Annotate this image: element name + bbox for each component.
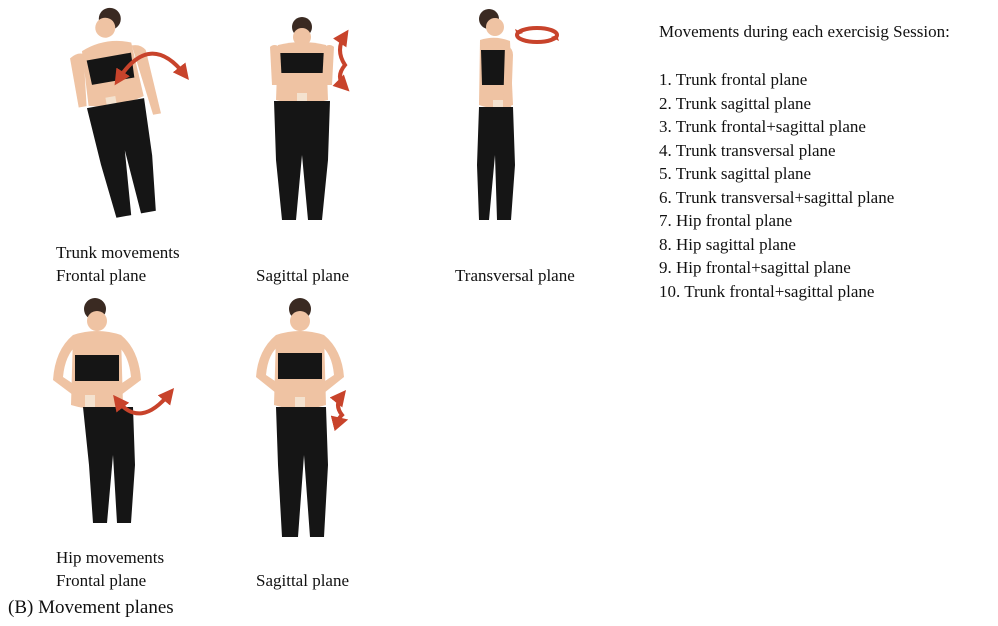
list-item: 8. Hip sagittal plane bbox=[659, 233, 894, 257]
trunk-sagittal-figure bbox=[250, 15, 370, 235]
list-item: 4. Trunk transversal plane bbox=[659, 139, 894, 163]
trunk-frontal-caption: Trunk movements Frontal plane bbox=[56, 241, 180, 287]
hip-sagittal-caption: Sagittal plane bbox=[256, 569, 349, 592]
hip-sagittal-figure bbox=[250, 295, 370, 550]
list-item: 6. Trunk transversal+sagittal plane bbox=[659, 186, 894, 210]
session-list-title: Movements during each exercisig Session: bbox=[659, 22, 950, 42]
frontal-plane-label: Frontal plane bbox=[56, 264, 180, 287]
list-item: 2. Trunk sagittal plane bbox=[659, 92, 894, 116]
list-item: 3. Trunk frontal+sagittal plane bbox=[659, 115, 894, 139]
trunk-transversal-caption: Transversal plane bbox=[455, 264, 575, 287]
list-item: 5. Trunk sagittal plane bbox=[659, 162, 894, 186]
trunk-transversal-figure bbox=[455, 5, 575, 235]
hip-frontal-caption: Hip movements Frontal plane bbox=[56, 546, 164, 592]
session-list: 1. Trunk frontal plane 2. Trunk sagittal… bbox=[659, 68, 894, 303]
hip-frontal-figure bbox=[45, 295, 185, 545]
trunk-movements-label: Trunk movements bbox=[56, 241, 180, 264]
figure-panel-label: (B) Movement planes bbox=[8, 597, 174, 619]
list-item: 10. Trunk frontal+sagittal plane bbox=[659, 280, 894, 304]
trunk-sagittal-caption: Sagittal plane bbox=[256, 264, 349, 287]
trunk-frontal-figure bbox=[50, 5, 200, 235]
list-item: 1. Trunk frontal plane bbox=[659, 68, 894, 92]
list-item: 9. Hip frontal+sagittal plane bbox=[659, 256, 894, 280]
hip-movements-label: Hip movements bbox=[56, 546, 164, 569]
list-item: 7. Hip frontal plane bbox=[659, 209, 894, 233]
hip-frontal-plane-label: Frontal plane bbox=[56, 569, 164, 592]
